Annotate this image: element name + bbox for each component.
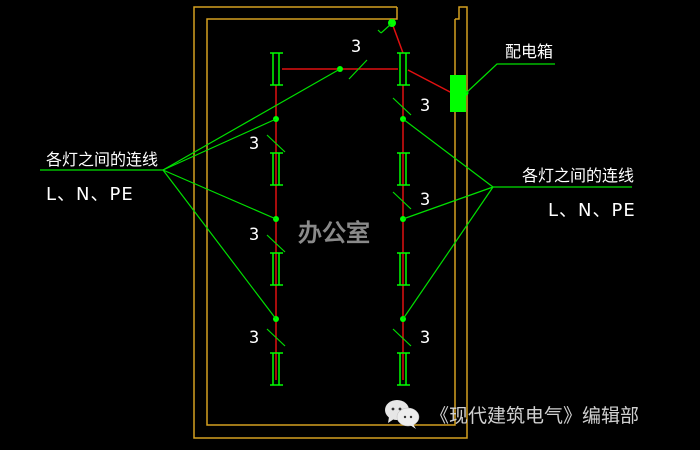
footer-watermark: 《现代建筑电气》编辑部 [430, 405, 640, 427]
junction-dots [273, 19, 406, 322]
left-annotation-title: 各灯之间的连线 [46, 150, 159, 169]
fixture-left-2 [270, 152, 283, 186]
room-label: 办公室 [298, 219, 370, 247]
fixture-left-1 [270, 52, 283, 86]
fixture-right-4 [397, 352, 410, 386]
wechat-icon [385, 400, 420, 429]
wire-count-label: 3 [351, 37, 362, 57]
wire-count-label: 3 [420, 96, 431, 116]
wire-count-label: 3 [420, 190, 431, 210]
left-annotation-wires: L、N、PE [46, 184, 134, 205]
wire-count-label: 3 [420, 328, 431, 348]
switch-symbol [377, 23, 392, 34]
right-annotation-title: 各灯之间的连线 [522, 166, 635, 185]
distribution-box [450, 75, 466, 112]
leader-lines [40, 63, 632, 320]
right-annotation-wires: L、N、PE [548, 200, 636, 221]
fixture-right-1 [397, 52, 410, 86]
walls [193, 6, 468, 439]
wire-count-label: 3 [249, 134, 260, 154]
wire-count-label: 3 [249, 328, 260, 348]
fixture-right-3 [397, 252, 410, 286]
light-fixtures [270, 52, 410, 386]
fixture-left-3 [270, 252, 283, 286]
wire-count-label: 3 [249, 225, 260, 245]
fixture-right-2 [397, 152, 410, 186]
distribution-box-label: 配电箱 [505, 42, 554, 61]
fixture-left-4 [270, 352, 283, 386]
wire-count-ticks [266, 59, 412, 347]
